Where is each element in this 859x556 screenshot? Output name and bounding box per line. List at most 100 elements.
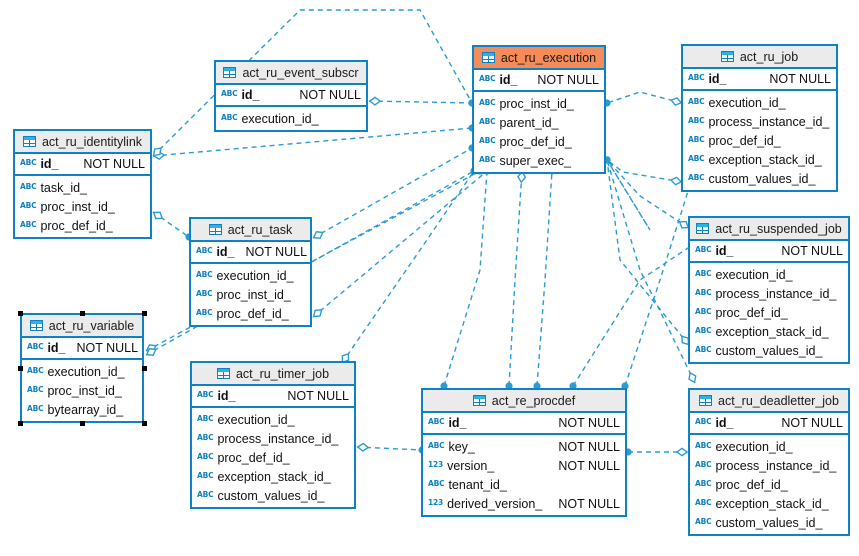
table-header-act_ru_suspended_job[interactable]: act_ru_suspended_job [690, 218, 848, 241]
primary-key-name: id_ [40, 157, 59, 171]
selection-handle[interactable] [141, 420, 147, 426]
table-header-act_ru_execution[interactable]: act_ru_execution [474, 47, 604, 70]
table-header-act_ru_deadletter_job[interactable]: act_ru_deadletter_job [690, 390, 848, 413]
table-header-act_ru_task[interactable]: act_ru_task [191, 219, 310, 242]
relationship-edge[interactable] [621, 181, 694, 390]
table-name-label: act_ru_suspended_job [715, 221, 842, 236]
table-header-act_re_procdef[interactable]: act_re_procdef [423, 390, 625, 413]
table-header-act_ru_variable[interactable]: act_ru_variable [22, 315, 142, 338]
selection-handle[interactable] [17, 365, 23, 371]
relationship-edge[interactable] [569, 236, 704, 390]
table-header-act_ru_identitylink[interactable]: act_ru_identitylink [15, 131, 150, 154]
selection-handle[interactable] [141, 365, 147, 371]
selection-handle[interactable] [79, 420, 85, 426]
relationship-edge[interactable] [624, 447, 689, 457]
selection-handle[interactable] [17, 310, 23, 316]
column-type-icon-text: ABC [695, 516, 712, 526]
relationship-edge[interactable] [368, 96, 476, 107]
relationship-edge[interactable] [440, 167, 491, 390]
table-icon [472, 395, 486, 406]
table-header-act_ru_event_subscr[interactable]: act_ru_event_subscr [216, 62, 366, 85]
table-header-act_ru_timer_job[interactable]: act_ru_timer_job [192, 363, 354, 386]
relationship-edge[interactable] [603, 156, 683, 186]
relationship-edge[interactable] [152, 211, 193, 241]
relationship-edge[interactable] [603, 156, 690, 346]
selection-handle[interactable] [79, 310, 85, 316]
relationship-edge[interactable] [603, 156, 651, 231]
relationship-edge[interactable] [603, 156, 690, 229]
relationship-edge[interactable] [312, 144, 476, 240]
not-null-badge: NOT NULL [558, 496, 620, 511]
relationship-edge[interactable] [533, 167, 556, 390]
relationship-edge[interactable] [356, 442, 426, 454]
table-header-act_ru_job[interactable]: act_ru_job [683, 46, 836, 69]
relationship-edge[interactable] [603, 91, 683, 107]
relationship-edge[interactable] [341, 167, 478, 364]
selection-handle[interactable] [17, 420, 23, 426]
relationship-edge[interactable] [312, 167, 491, 318]
relationship-edge[interactable] [505, 170, 527, 390]
column-name-label: custom_values_id_ [708, 171, 816, 186]
selection-handle[interactable] [141, 310, 147, 316]
